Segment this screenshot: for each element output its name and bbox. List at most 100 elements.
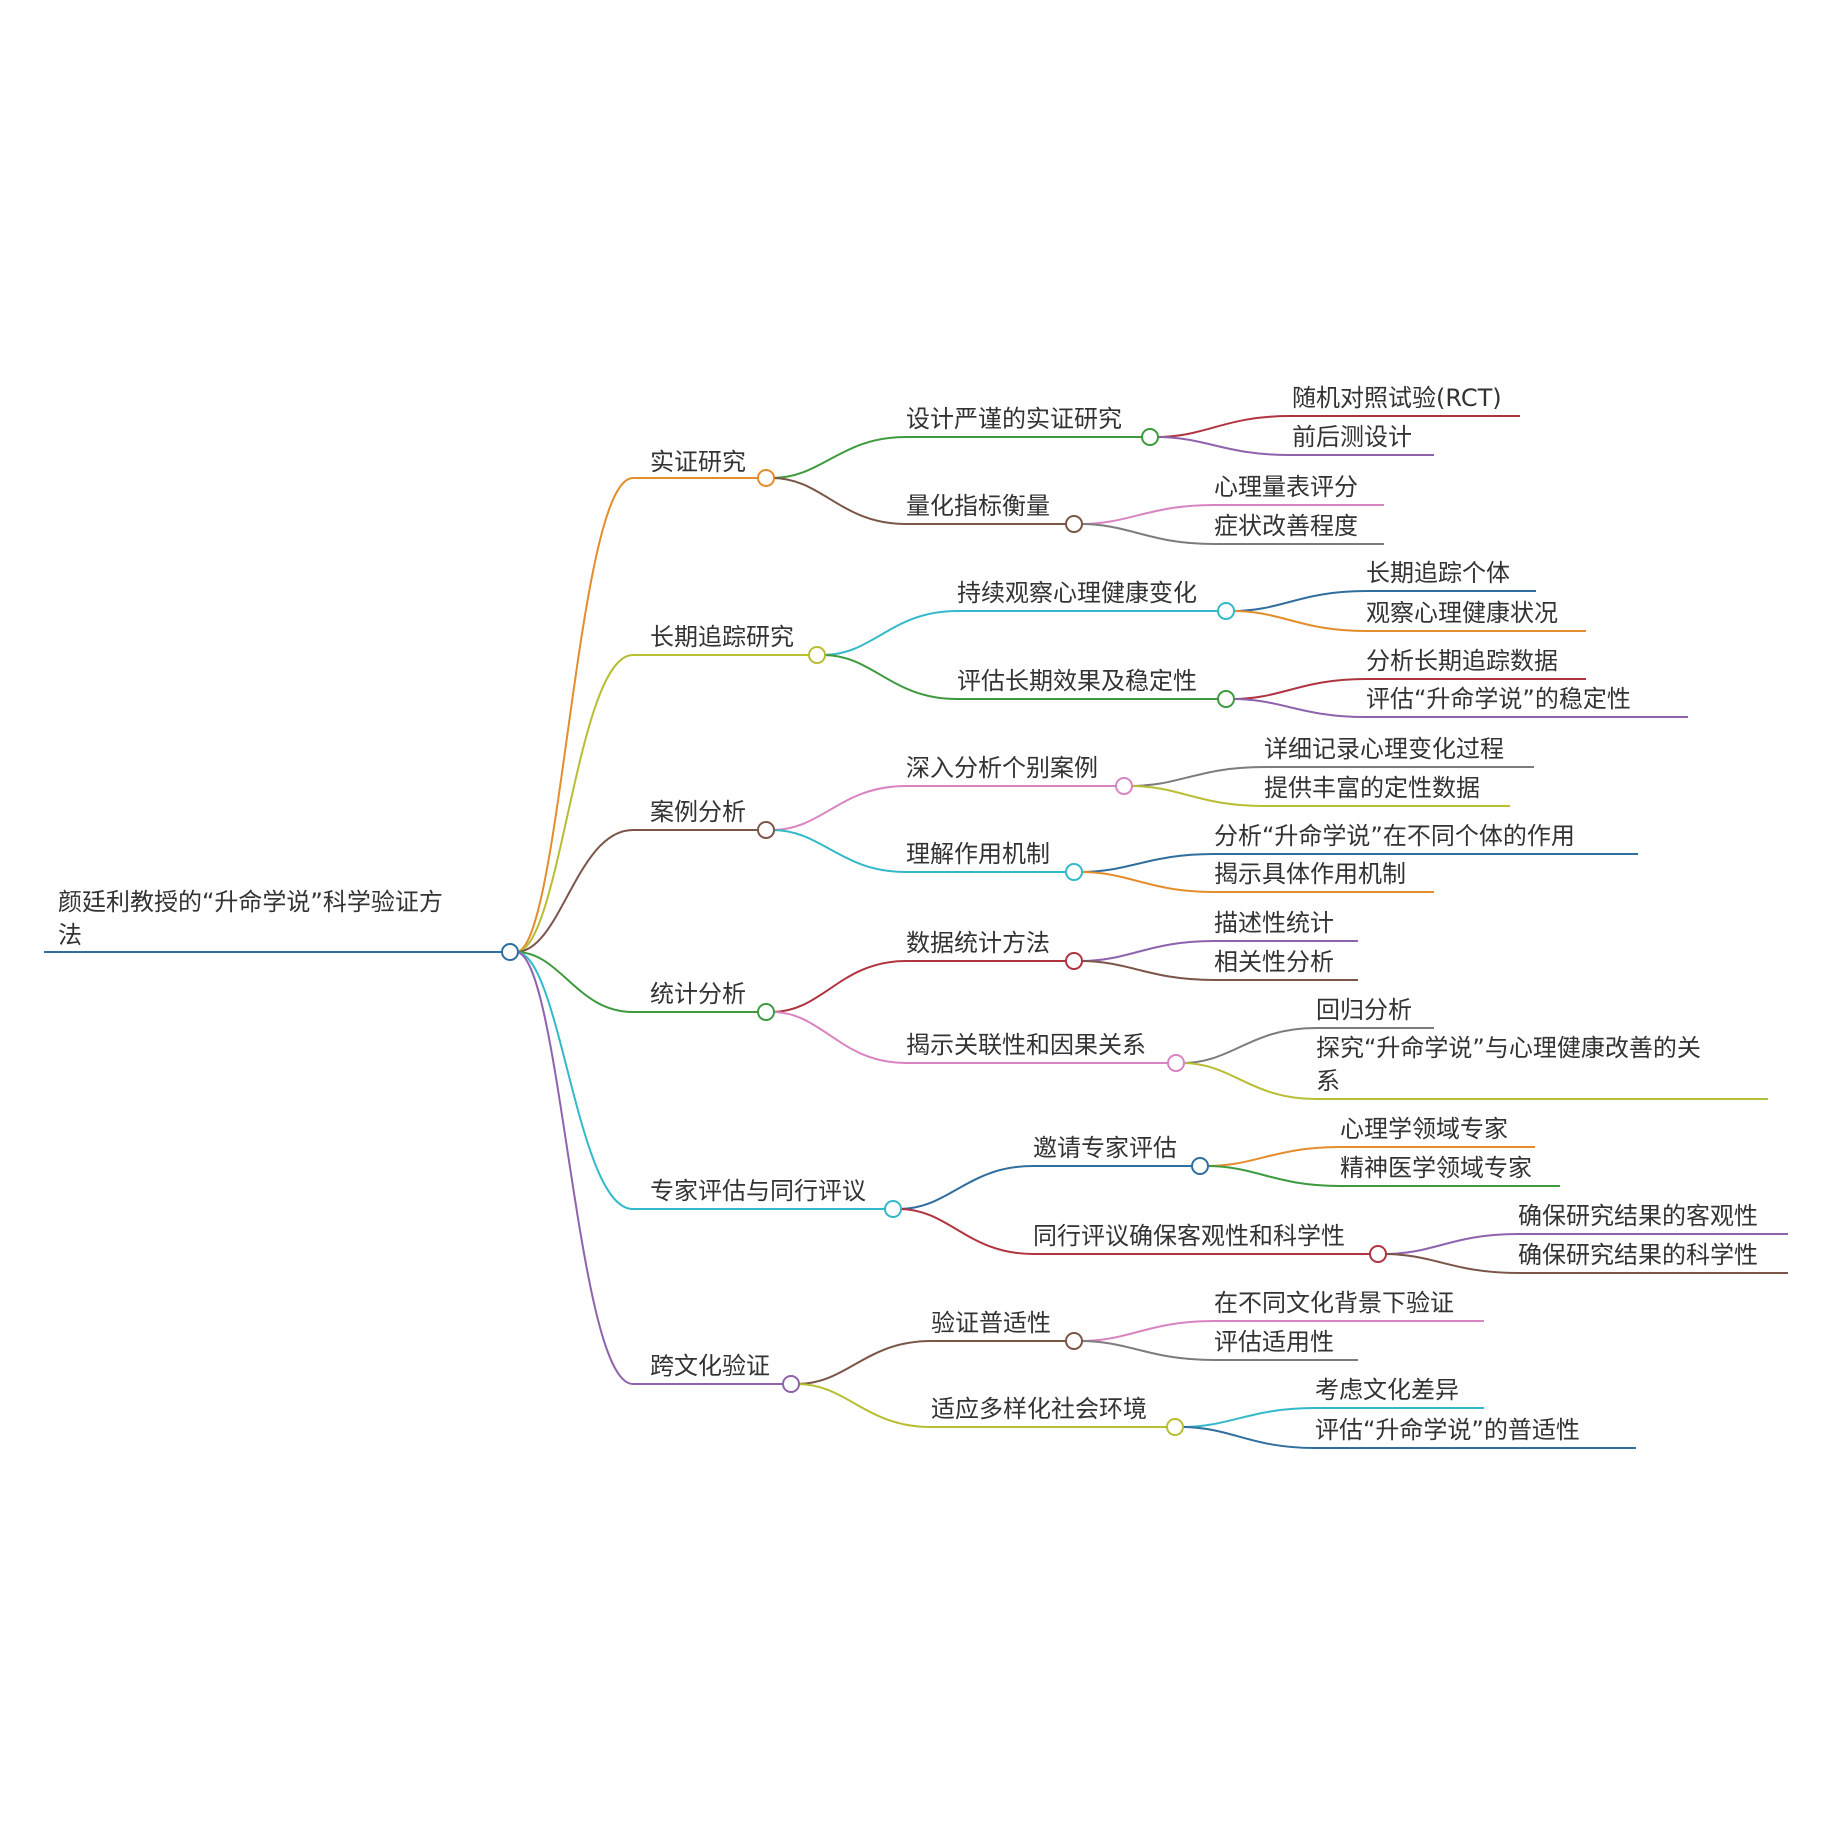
branch-connector <box>515 829 634 953</box>
leaf-label: 评估“升命学说”的普适性 <box>1315 1416 1580 1444</box>
leaf-label: 描述性统计 <box>1214 909 1334 937</box>
child-label: 验证普适性 <box>931 1309 1051 1337</box>
branch-node[interactable] <box>757 821 775 839</box>
leaf-connector <box>1079 871 1215 893</box>
leaf-label: 相关性分析 <box>1214 948 1334 976</box>
branch-connector <box>515 654 634 953</box>
leaf-connector <box>1079 940 1215 962</box>
leaf-label: 提供丰富的定性数据 <box>1264 774 1480 802</box>
child-connector <box>822 654 958 700</box>
leaf-connector <box>1180 1407 1316 1428</box>
leaf-label: 评估“升命学说”的稳定性 <box>1366 685 1631 713</box>
child-connector <box>796 1383 932 1428</box>
child-node[interactable] <box>1115 777 1133 795</box>
leaf-label: 回归分析 <box>1316 996 1412 1024</box>
child-label: 同行评议确保客观性和科学性 <box>1033 1222 1345 1250</box>
leaf-label: 详细记录心理变化过程 <box>1264 735 1504 763</box>
leaf-label: 长期追踪个体 <box>1366 559 1510 587</box>
child-label: 邀请专家评估 <box>1033 1134 1177 1162</box>
child-node[interactable] <box>1166 1418 1184 1436</box>
child-connector <box>898 1208 1034 1255</box>
child-connector <box>796 1340 932 1385</box>
child-label: 数据统计方法 <box>906 929 1050 957</box>
root-title-line: 法 <box>58 921 82 949</box>
leaf-connector <box>1155 415 1291 438</box>
branch-label: 专家评估与同行评议 <box>650 1177 866 1205</box>
child-node[interactable] <box>1065 863 1083 881</box>
leaf-label: 随机对照试验(RCT) <box>1292 384 1502 412</box>
leaf-label: 症状改善程度 <box>1214 512 1358 540</box>
leaf-label: 分析长期追踪数据 <box>1366 647 1558 675</box>
leaf-connector <box>1383 1253 1519 1274</box>
child-connector <box>771 436 907 479</box>
branch-label: 实证研究 <box>650 448 746 476</box>
child-connector <box>898 1165 1034 1210</box>
child-node[interactable] <box>1141 428 1159 446</box>
leaf-connector <box>1231 698 1367 718</box>
child-connector <box>771 1011 907 1064</box>
child-node[interactable] <box>1065 952 1083 970</box>
branch-node[interactable] <box>782 1375 800 1393</box>
child-label: 量化指标衡量 <box>906 492 1050 520</box>
leaf-connector <box>1079 853 1215 873</box>
child-connector <box>771 829 907 873</box>
root-node[interactable] <box>501 943 519 961</box>
child-connector <box>771 477 907 525</box>
child-node[interactable] <box>1065 515 1083 533</box>
leaf-connector <box>1383 1233 1519 1255</box>
branch-connector <box>515 951 634 1210</box>
leaf-label: 精神医学领域专家 <box>1340 1154 1532 1182</box>
branch-node[interactable] <box>808 646 826 664</box>
leaf-label: 评估适用性 <box>1214 1328 1334 1356</box>
leaf-label: 心理学领域专家 <box>1340 1115 1508 1143</box>
leaf-connector <box>1231 678 1367 700</box>
leaf-label: 考虑文化差异 <box>1315 1376 1459 1404</box>
leaf-connector <box>1079 504 1215 525</box>
leaf-connector <box>1129 766 1265 787</box>
child-label: 评估长期效果及稳定性 <box>957 667 1197 695</box>
leaf-label: 探究“升命学说”与心理健康改善的关系 <box>1316 1034 1701 1095</box>
leaf-label: 揭示具体作用机制 <box>1214 860 1406 888</box>
child-node[interactable] <box>1065 1332 1083 1350</box>
leaf-connector <box>1181 1062 1317 1100</box>
branch-label: 统计分析 <box>650 980 746 1008</box>
child-connector <box>822 610 958 656</box>
branch-label: 长期追踪研究 <box>650 623 794 651</box>
leaf-connector <box>1079 1320 1215 1342</box>
branch-connector <box>515 951 634 1013</box>
branch-connector <box>515 951 634 1385</box>
leaf-connector <box>1155 436 1291 456</box>
child-node[interactable] <box>1217 690 1235 708</box>
leaf-connector <box>1180 1426 1316 1449</box>
child-label: 理解作用机制 <box>906 840 1050 868</box>
leaf-label: 前后测设计 <box>1292 423 1412 451</box>
branch-label: 跨文化验证 <box>650 1352 770 1380</box>
leaf-label: 确保研究结果的科学性 <box>1518 1241 1758 1269</box>
root-title-line: 颜廷利教授的“升命学说”科学验证方 <box>58 888 443 916</box>
leaf-connector <box>1205 1165 1341 1187</box>
child-label: 深入分析个别案例 <box>906 754 1098 782</box>
leaf-connector <box>1231 590 1367 612</box>
leaf-label: 在不同文化背景下验证 <box>1214 1289 1454 1317</box>
branch-node[interactable] <box>757 469 775 487</box>
leaf-connector <box>1079 960 1215 981</box>
child-node[interactable] <box>1217 602 1235 620</box>
leaf-label: 观察心理健康状况 <box>1366 599 1558 627</box>
child-node[interactable] <box>1191 1157 1209 1175</box>
leaf-label: 心理量表评分 <box>1214 473 1358 501</box>
leaf-label: 分析“升命学说”在不同个体的作用 <box>1214 822 1575 850</box>
child-connector <box>771 960 907 1013</box>
branch-node[interactable] <box>884 1200 902 1218</box>
child-label: 持续观察心理健康变化 <box>957 579 1197 607</box>
leaf-label: 确保研究结果的客观性 <box>1518 1202 1758 1230</box>
leaf-connector <box>1129 785 1265 807</box>
child-node[interactable] <box>1167 1054 1185 1072</box>
leaf-connector <box>1231 610 1367 632</box>
child-connector <box>771 785 907 831</box>
child-node[interactable] <box>1369 1245 1387 1263</box>
branch-connector <box>515 477 634 953</box>
branch-label: 案例分析 <box>650 798 746 826</box>
leaf-connector <box>1181 1027 1317 1064</box>
branch-node[interactable] <box>757 1003 775 1021</box>
